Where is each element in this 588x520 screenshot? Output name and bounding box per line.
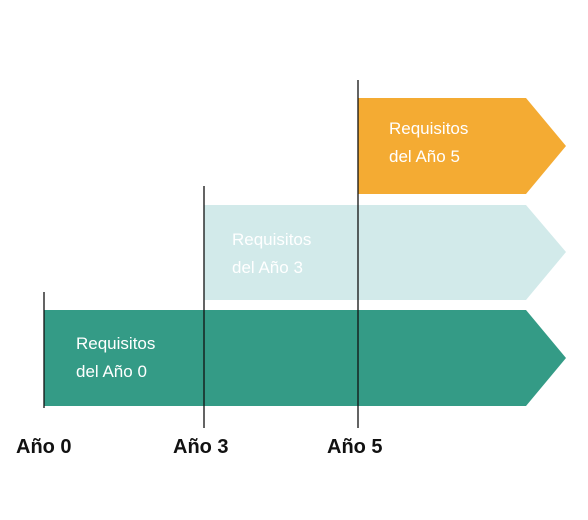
arrow-year-5 [358,98,566,194]
arrow-label-line1: Requisitos [76,334,156,353]
arrow-label-year-0: Requisitos del Año 0 [76,330,155,386]
arrow-label-line2: del Año 3 [232,258,303,277]
arrow-label-line2: del Año 0 [76,362,147,381]
timeline-label-year-0: Año 0 [16,436,72,458]
arrow-label-year-5: Requisitos del Año 5 [389,115,468,171]
timeline-label-year-5: Año 5 [327,436,383,458]
arrow-year-0 [44,310,566,406]
arrow-label-line1: Requisitos [232,230,312,249]
timeline-label-year-3: Año 3 [173,436,229,458]
arrow-label-year-3: Requisitos del Año 3 [232,226,311,282]
arrow-label-line1: Requisitos [389,119,469,138]
arrow-year-3 [204,205,566,300]
arrow-label-line2: del Año 5 [389,147,460,166]
